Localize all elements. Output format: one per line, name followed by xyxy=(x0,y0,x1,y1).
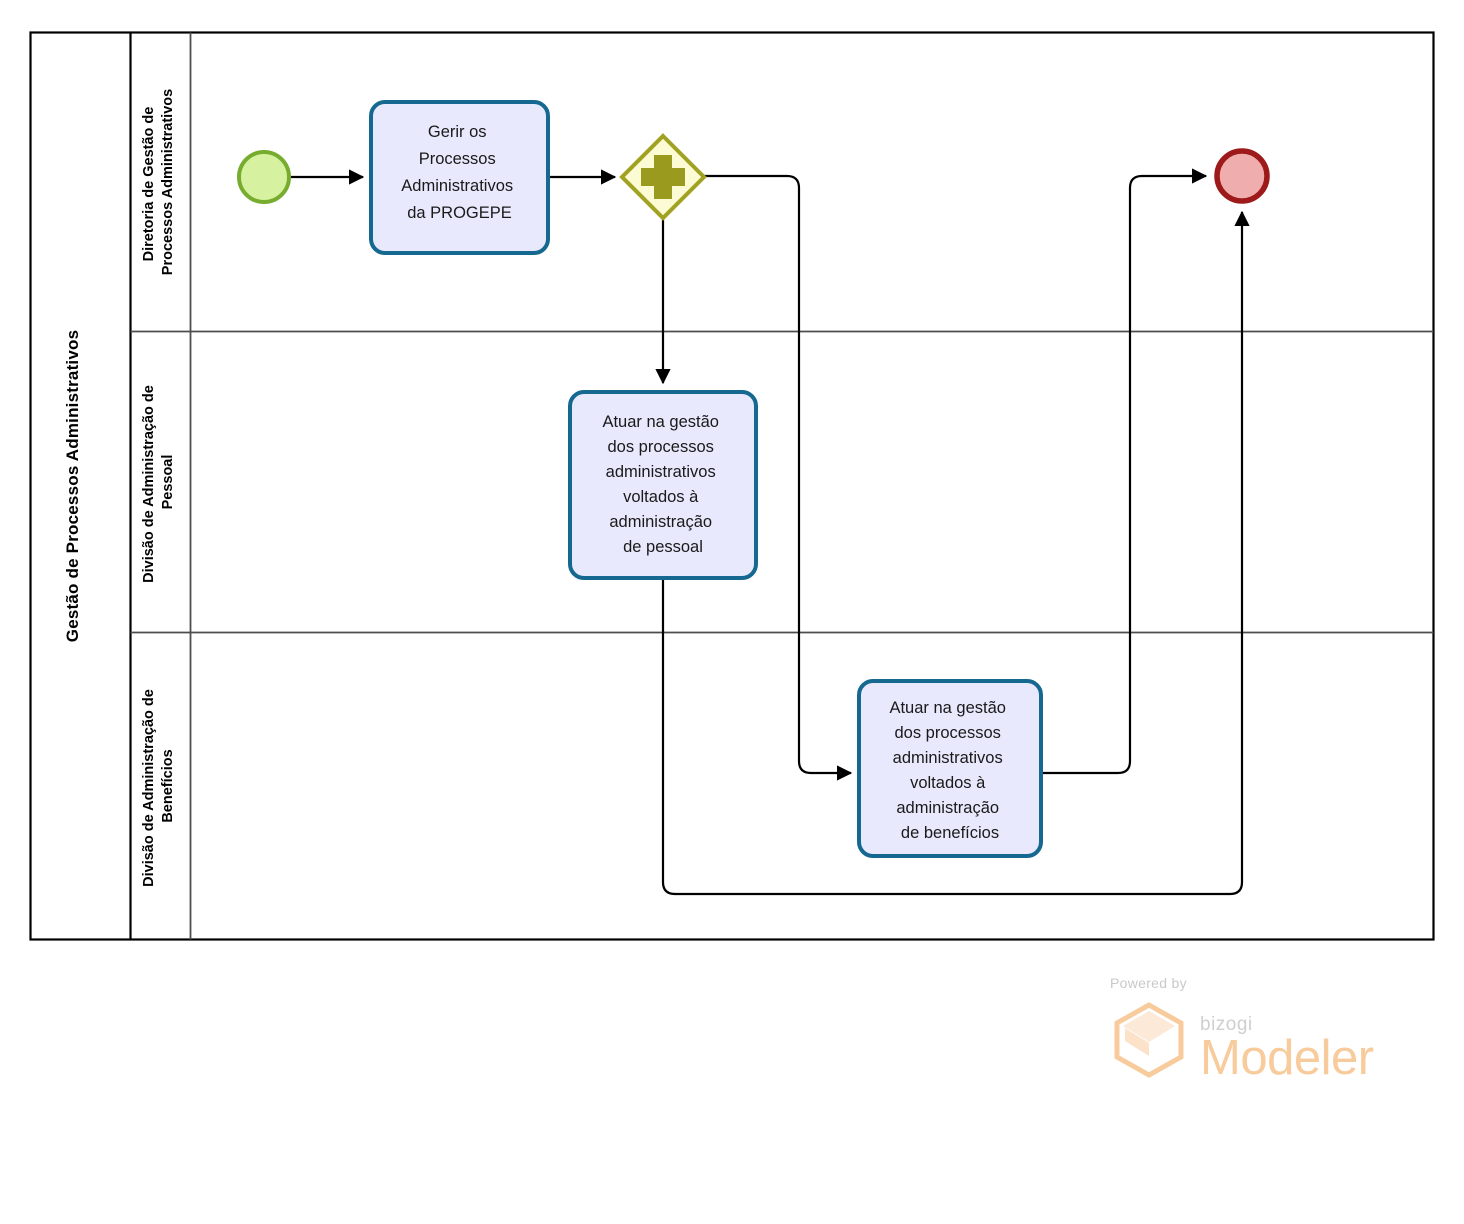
lane-label-beneficios: Divisão de Administração de Benefícios xyxy=(141,685,176,887)
modeler-wordmark: Modeler xyxy=(1200,1030,1374,1085)
lane-label-pessoal: Divisão de Administração de Pessoal xyxy=(141,381,176,583)
flow-pessoal-to-end xyxy=(661,210,1250,896)
lane-pessoal: Divisão de Administração de Pessoal xyxy=(130,331,1434,634)
powered-by-text: Powered by xyxy=(1110,975,1187,991)
bizagi-wordmark: bizogi xyxy=(1200,1013,1253,1035)
task-gerir-processos[interactable]: Gerir os Processos Administrativos da PR… xyxy=(369,100,550,255)
task-atuar-gestao-pessoal[interactable]: Atuar na gestão dos processos administra… xyxy=(568,390,758,580)
lane-beneficios: Divisão de Administração de Benefícios xyxy=(141,632,192,940)
task-beneficios-label: Atuar na gestão dos processos administra… xyxy=(889,699,1010,842)
task-pessoal-label: Atuar na gestão dos processos administra… xyxy=(602,413,723,556)
lane-label-diretoria: Diretoria de Gestão de Processos Adminis… xyxy=(141,89,176,275)
pool-title: Gestão de Processos Administrativos xyxy=(63,330,82,642)
bizagi-modeler-logo: bizogi Modeler xyxy=(1108,998,1374,1085)
parallel-gateway[interactable] xyxy=(619,133,707,221)
flow-beneficios-to-end xyxy=(1042,168,1208,775)
flow-gateway-to-beneficios xyxy=(704,174,853,781)
task-pessoal-box[interactable] xyxy=(568,390,758,580)
plus-icon xyxy=(641,155,685,199)
task-atuar-gestao-beneficios[interactable]: Atuar na gestão dos processos administra… xyxy=(857,679,1043,858)
lane-diretoria: Diretoria de Gestão de Processos Adminis… xyxy=(130,32,1434,333)
task-gerir-box[interactable] xyxy=(369,100,550,255)
task-gerir-label: Gerir os Processos Administrativos da PR… xyxy=(401,123,517,222)
start-event[interactable] xyxy=(237,150,291,204)
bizagi-hex-icon xyxy=(1114,1002,1184,1078)
start-event-circle[interactable] xyxy=(237,150,291,204)
task-beneficios-box[interactable] xyxy=(857,679,1043,858)
end-event-circle[interactable] xyxy=(1214,148,1270,204)
end-event[interactable] xyxy=(1214,148,1270,204)
